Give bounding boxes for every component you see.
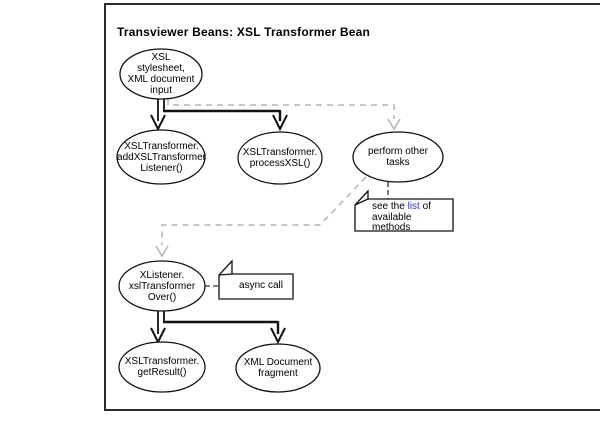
node-label-perform-tasks: perform other tasks: [367, 146, 429, 168]
note-shape-methods: [354, 189, 454, 232]
note-label-methods: see the list of available methods: [372, 201, 450, 234]
arrowhead-down-icon: [270, 327, 286, 345]
note-fold-icon: [354, 198, 369, 206]
note-fold-icon: [218, 273, 233, 276]
dashed-arrow-to-perform-tasks: [167, 99, 401, 131]
node-label-input: XSL stylesheet, XML document input: [127, 52, 195, 96]
node-ellipse-get-result: [118, 341, 206, 393]
node-ellipse-add-listener: [116, 129, 206, 185]
note-text-after: of available methods: [372, 201, 431, 233]
arrowhead-down-icon: [150, 114, 166, 132]
node-ellipse-perform-tasks: [352, 131, 444, 183]
node-label-xml-fragment: XML Document fragment: [243, 357, 313, 379]
node-ellipse-xml-fragment: [235, 343, 321, 393]
node-label-process-xsl: XSLTransformer. processXSL(): [242, 147, 318, 169]
note-label-async: async call: [239, 280, 283, 291]
node-label-xlistener: XListener. xslTransformer Over(): [128, 270, 196, 303]
node-ellipse-process-xsl: [237, 131, 323, 185]
node-label-add-listener: XSLTransformer. addXSLTransformer Listen…: [117, 141, 206, 174]
node-ellipse-input: [119, 48, 203, 100]
node-label-get-result: XSLTransformer. getResult(): [124, 356, 200, 378]
arrowhead-down-icon: [387, 118, 401, 131]
dashed-arrow-to-xlistener: [155, 176, 367, 258]
fork-arrow-top: [150, 98, 288, 132]
link-list[interactable]: list: [407, 201, 420, 212]
note-text-before: see the: [372, 201, 408, 212]
diagram-title: Transviewer Beans: XSL Transformer Bean: [117, 25, 371, 39]
arrowhead-down-icon: [272, 114, 288, 132]
fork-arrow-bottom: [150, 309, 286, 345]
note-shape-async: [218, 259, 294, 300]
arrowhead-down-icon: [155, 245, 169, 258]
